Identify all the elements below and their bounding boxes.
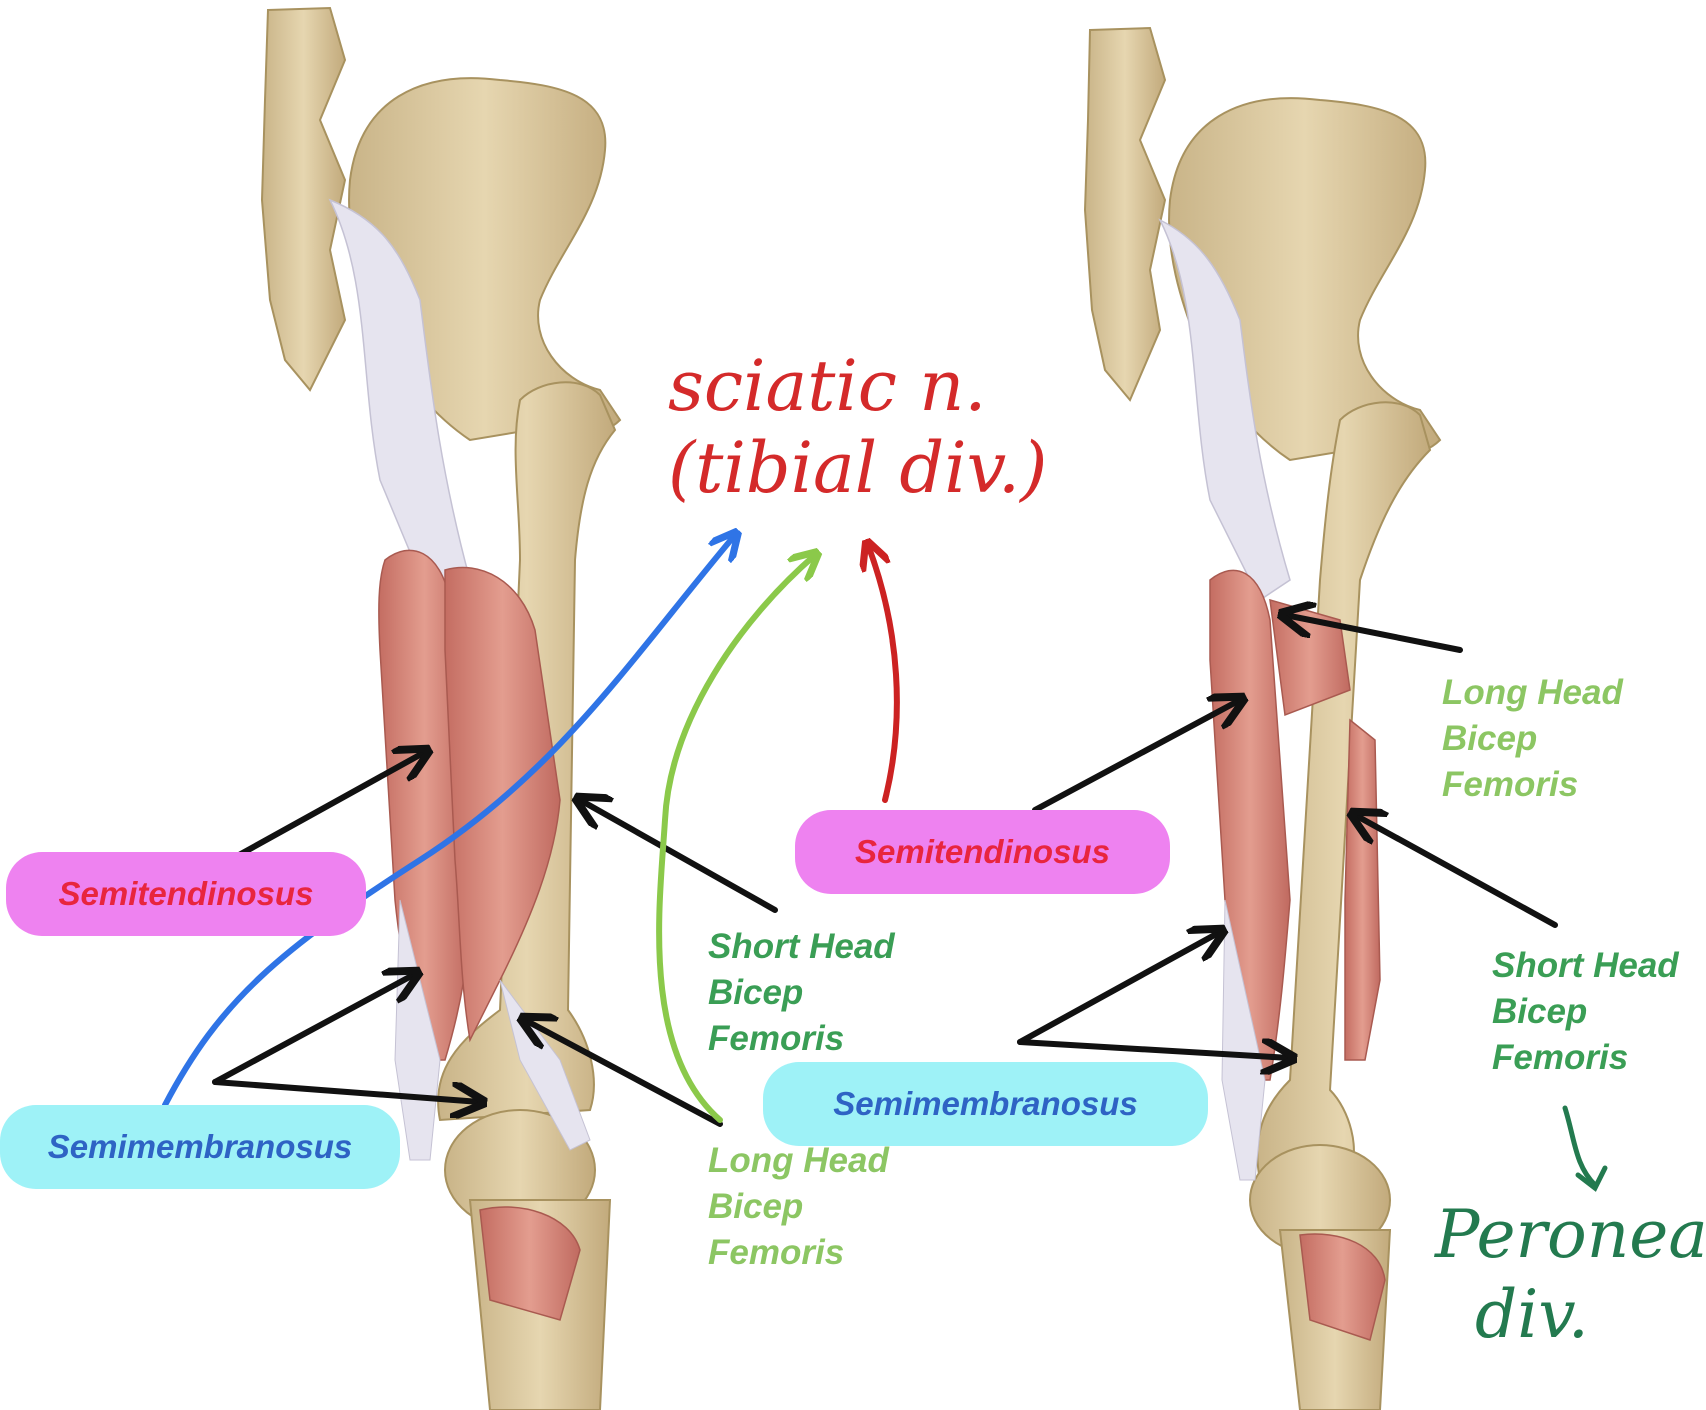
sciatic-line-2: (tibial div.) <box>668 427 1048 509</box>
arrow-right-semitendinosus <box>1032 700 1240 813</box>
arrows <box>162 535 1608 1192</box>
left-long-head-muscle <box>444 566 561 1043</box>
right-tendon-shape <box>1158 218 1291 602</box>
left-long-head-line-3: Femoris <box>708 1233 845 1272</box>
arrow-peroneal-head <box>1575 1165 1608 1192</box>
left-short-head-label: Short Head Bicep Femoris <box>708 924 895 1062</box>
right-lower-tendon <box>1221 899 1266 1181</box>
peroneal-line-1: Peroneal <box>1435 1196 1706 1273</box>
right-long-head-line-3: Femoris <box>1442 765 1579 804</box>
left-long-head-label: Long Head Bicep Femoris <box>708 1138 889 1276</box>
left-short-head-line-3: Femoris <box>708 1019 845 1058</box>
right-sacrum-shape <box>1083 26 1167 402</box>
right-short-head-line-2: Bicep <box>1492 992 1588 1031</box>
right-long-head-line-1: Long Head <box>1442 673 1623 712</box>
arrow-right-long-head <box>1285 615 1463 653</box>
arrow-right-short-head <box>1355 815 1558 928</box>
arrow-right-semimem-upper <box>1017 932 1220 1045</box>
arrow-left-long-head <box>525 1020 723 1127</box>
left-short-head-line-1: Short Head <box>708 927 895 966</box>
peroneal-line-2: div. <box>1475 1276 1589 1353</box>
right-short-head-muscle <box>1344 718 1381 1061</box>
arrow-left-semimem-upper <box>212 974 415 1085</box>
right-short-head-line-3: Femoris <box>1492 1038 1629 1077</box>
arrow-green-long-head-to-sciatic <box>656 555 815 1123</box>
left-sacrum-shape <box>260 6 347 392</box>
right-short-head-label: Short Head Bicep Femoris <box>1492 943 1679 1081</box>
right-semitendinosus-label: Semitendinosus <box>795 810 1170 894</box>
left-long-head-line-1: Long Head <box>708 1141 889 1180</box>
arrow-left-semimem-lower <box>212 1079 480 1102</box>
left-semitendinosus-label: Semitendinosus <box>6 852 366 936</box>
arrow-left-semitendinosus <box>227 752 425 863</box>
arrow-blue-semimembranosus-to-sciatic <box>162 535 735 1108</box>
left-tendon-shape <box>328 198 471 602</box>
left-semimembranosus-label: Semimembranosus <box>0 1105 400 1189</box>
arrow-right-semimem-lower <box>1017 1042 1290 1058</box>
peroneal-division-label: Peroneal div. <box>1435 1195 1706 1355</box>
left-popliteus-muscle <box>479 1206 581 1321</box>
left-anatomy-illustration <box>260 6 622 1410</box>
arrow-red-semitendinosus-to-sciatic <box>868 545 900 803</box>
right-femur-shape <box>1256 401 1432 1182</box>
arrow-peroneal-down <box>1562 1105 1598 1188</box>
left-short-head-line-2: Bicep <box>708 973 804 1012</box>
sciatic-nerve-label: sciatic n. (tibial div.) <box>668 345 1047 509</box>
right-popliteus-muscle <box>1299 1233 1386 1341</box>
right-semimembranosus-label: Semimembranosus <box>763 1062 1208 1146</box>
right-anatomy-illustration <box>1083 26 1442 1410</box>
right-short-head-line-1: Short Head <box>1492 946 1679 985</box>
arrow-left-short-head <box>580 800 778 913</box>
left-long-head-line-2: Bicep <box>708 1187 804 1226</box>
sciatic-line-1: sciatic n. <box>668 345 987 427</box>
right-long-head-line-2: Bicep <box>1442 719 1538 758</box>
right-long-head-label: Long Head Bicep Femoris <box>1442 670 1623 808</box>
